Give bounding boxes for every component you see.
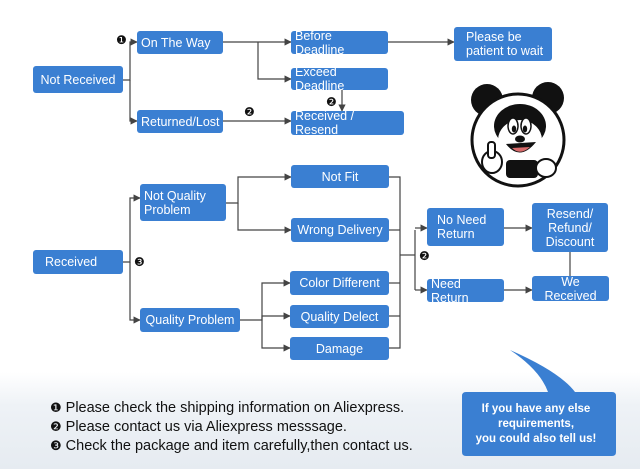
node-quality-defect: Quality Delect [290,305,389,328]
node-received-resend: Received / Resend [291,109,404,137]
step-marker-3: ❸ [134,255,145,269]
node-please-be-patient: Please be patient to wait [454,27,552,61]
step-marker-2-top: ❷ [244,105,255,119]
node-before-deadline: Before Deadline [291,29,388,57]
note-3-number: ❸ [50,438,62,454]
note-1: ❶ Please check the shipping information … [50,400,404,416]
note-3: ❸ Check the package and item carefully,t… [50,438,413,454]
node-need-return: Need Return [427,277,504,305]
node-exceed-deadline: Exceed Deadline [291,65,388,93]
node-wrong-delivery: Wrong Delivery [291,218,389,242]
note-2-number: ❷ [50,419,62,435]
mouse-mascot-thumbs-up-icon [470,82,566,188]
callout-text: If you have any else requirements, you c… [475,402,597,445]
note-3-text: Check the package and item carefully,the… [65,438,413,454]
node-returned-lost: Returned/Lost [137,110,223,133]
note-2-text: Please contact us via Aliexpress messsag… [65,419,347,435]
node-no-need-return: No Need Return [427,208,504,246]
note-1-number: ❶ [50,400,62,416]
node-on-the-way: On The Way [137,31,223,54]
node-damage: Damage [290,337,389,360]
node-received: Received [33,250,123,274]
step-marker-2-right: ❷ [419,249,430,263]
node-resend-refund-discount: Resend/ Refund/ Discount [532,203,608,252]
node-not-received: Not Received [33,66,123,93]
node-not-quality-problem: Not Quality Problem [140,184,226,221]
step-marker-2-mid: ❷ [326,95,337,109]
node-we-received: We Received [532,275,609,303]
step-marker-1: ❶ [116,33,127,47]
node-color-different: Color Different [290,271,389,295]
node-quality-problem: Quality Problem [140,308,240,332]
note-1-text: Please check the shipping information on… [65,400,405,416]
note-2: ❷ Please contact us via Aliexpress messs… [50,419,347,435]
node-not-fit: Not Fit [291,165,389,188]
